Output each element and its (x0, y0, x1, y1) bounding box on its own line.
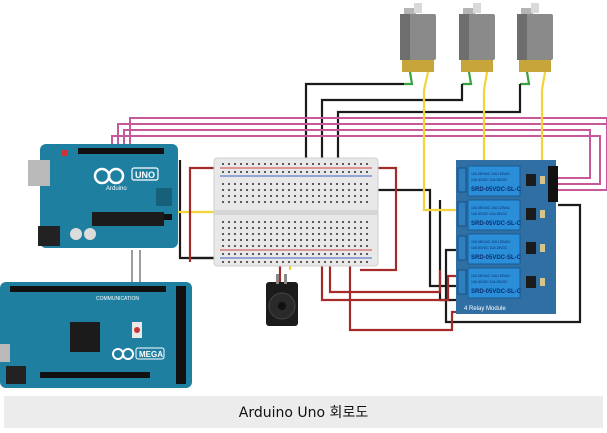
arduino-mega-board: COMMUNICATION MEGA (0, 282, 192, 388)
figure-caption: Arduino Uno 회로도 (238, 405, 369, 421)
caption-bar: Arduino Uno 회로도 (4, 396, 603, 428)
relay-module-title: 4 Relay Module (464, 306, 506, 312)
relay-rating-1: 10A 250VAC 10A 125VAC (471, 240, 511, 244)
relay-4: 10A 250VAC 10A 125VAC 10A 30VDC 10A 28VDC… (457, 267, 545, 299)
relay-label: SRD-05VDC-SL-C (471, 187, 522, 193)
relay-rating-2: 10A 30VDC 10A 28VDC (471, 280, 508, 284)
relay-rating-1: 10A 250VAC 10A 125VAC (471, 206, 511, 210)
buzzer-module (266, 274, 298, 326)
relay-label: SRD-05VDC-SL-C (471, 255, 522, 261)
motor-leads (404, 71, 547, 96)
mega-logo (112, 348, 134, 360)
arduino-logo (93, 167, 125, 185)
uno-brand-text: Arduino (106, 186, 127, 192)
dc-motor-3 (517, 3, 553, 72)
relay-rating-2: 10A 30VDC 10A 28VDC (471, 178, 508, 182)
arduino-uno-board: Arduino UNO (28, 144, 178, 248)
dc-motor-1 (400, 3, 436, 72)
relay-3: 10A 250VAC 10A 125VAC 10A 30VDC 10A 28VDC… (457, 233, 545, 265)
mega-sub-text: COMMUNICATION (96, 296, 139, 302)
relay-1: 10A 250VAC 10A 125VAC 10A 30VDC 10A 28VDC… (457, 165, 545, 197)
relay-rating-1: 10A 250VAC 10A 125VAC (471, 172, 511, 176)
breadboard-holes (222, 163, 368, 263)
breadboard (213, 157, 379, 267)
uno-logo-text: UNO (135, 170, 155, 180)
relay-label: SRD-05VDC-SL-C (471, 221, 522, 227)
mega-logo-text: MEGA (139, 350, 163, 359)
relay-module: 10A 250VAC 10A 125VAC 10A 30VDC 10A 28VDC… (456, 160, 558, 314)
relay-rating-2: 10A 30VDC 10A 28VDC (471, 212, 508, 216)
wires-uno-to-mega (131, 250, 141, 286)
relay-label: SRD-05VDC-SL-C (471, 289, 522, 295)
circuit-schematic: Arduino UNO COMMUNICATION MEGA (0, 3, 607, 388)
relay-2: 10A 250VAC 10A 125VAC 10A 30VDC 10A 28VDC… (457, 199, 545, 231)
relay-blocks: 10A 250VAC 10A 125VAC 10A 30VDC 10A 28VDC… (457, 165, 545, 299)
relay-rating-2: 10A 30VDC 10A 28VDC (471, 246, 508, 250)
dc-motor-2 (459, 3, 495, 72)
wires-pink (111, 117, 607, 191)
relay-rating-1: 10A 250VAC 10A 125VAC (471, 274, 511, 278)
